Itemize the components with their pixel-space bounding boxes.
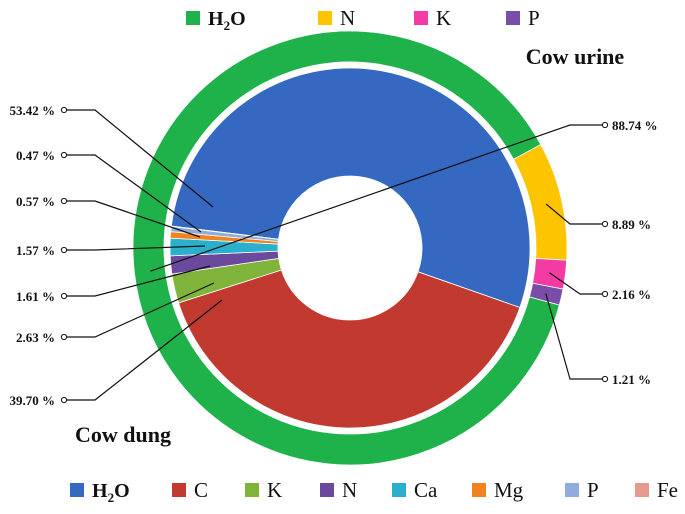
inner-data-label: 39.70 % — [10, 393, 56, 408]
leader-endpoint — [601, 290, 609, 298]
inner-data-label: 0.57 % — [16, 194, 55, 209]
leader-endpoint — [601, 220, 609, 228]
legend-label: Fe — [657, 478, 678, 502]
inner-leader-line — [66, 109, 214, 208]
leader-endpoint — [601, 121, 609, 129]
legend-label: P — [587, 478, 599, 502]
cow-dung-title: Cow dung — [75, 422, 171, 447]
outer-leader-line — [545, 293, 602, 380]
outer-data-label: 88.74 % — [612, 118, 658, 133]
leader-endpoint — [60, 396, 68, 404]
legend-swatch — [414, 11, 428, 25]
inner-slice-h2o — [170, 67, 531, 309]
outer-data-label: 1.21 % — [612, 372, 651, 387]
inner-data-label: 1.57 % — [16, 243, 55, 258]
legend-swatch — [186, 11, 200, 25]
outer-leader-line — [150, 124, 602, 272]
inner-data-label: 53.42 % — [10, 103, 56, 118]
legend-swatch — [635, 483, 649, 497]
inner-ring-cow-dung — [169, 67, 531, 429]
leader-endpoint — [60, 151, 68, 159]
inner-data-label: 2.63 % — [16, 330, 55, 345]
leader-endpoint — [601, 375, 609, 383]
inner-leader-line — [66, 200, 201, 238]
legend-swatch — [172, 483, 186, 497]
legend-label: K — [267, 478, 282, 502]
legend-label: Mg — [494, 478, 524, 502]
legend-label: H2O — [92, 480, 130, 505]
inner-data-label: 1.61 % — [16, 289, 55, 304]
leader-endpoint — [60, 246, 68, 254]
inner-leader-line — [66, 154, 202, 233]
inner-data-label: 0.47 % — [16, 148, 55, 163]
leader-lines — [60, 106, 609, 404]
legend-label: N — [340, 6, 355, 30]
inner-slice-c — [178, 269, 521, 429]
legend-label: H2O — [208, 8, 246, 33]
outer-data-label: 8.89 % — [612, 217, 651, 232]
outer-leader-line — [549, 272, 602, 295]
leader-endpoint — [60, 292, 68, 300]
legend-label: K — [436, 6, 451, 30]
legend-swatch — [506, 11, 520, 25]
legend-label: C — [194, 478, 208, 502]
data-labels: 88.74 % 8.89 % 2.16 % 1.21 % 53.42 % 39.70 % 2… — [10, 103, 658, 408]
legend-top: H2O N K P — [186, 6, 540, 33]
legend-swatch — [245, 483, 259, 497]
legend-swatch — [392, 483, 406, 497]
leader-endpoint — [60, 333, 68, 341]
legend-swatch — [320, 483, 334, 497]
leader-endpoint — [60, 197, 68, 205]
legend-label: P — [528, 6, 540, 30]
inner-leader-line — [66, 282, 215, 338]
legend-bottom: H2O C K N Ca Mg P Fe — [70, 478, 678, 505]
outer-slice-h2o — [132, 30, 560, 466]
legend-swatch — [318, 11, 332, 25]
outer-leader-line — [545, 203, 602, 225]
outer-data-label: 2.16 % — [612, 287, 651, 302]
legend-swatch — [70, 483, 84, 497]
inner-leader-line — [66, 265, 211, 297]
legend-label: N — [342, 478, 357, 502]
leader-endpoint — [60, 106, 68, 114]
legend-swatch — [565, 483, 579, 497]
inner-leader-line — [66, 245, 206, 251]
legend-swatch — [472, 483, 486, 497]
inner-leader-line — [66, 299, 223, 401]
legend-label: Ca — [414, 478, 438, 502]
cow-urine-title: Cow urine — [526, 44, 625, 69]
